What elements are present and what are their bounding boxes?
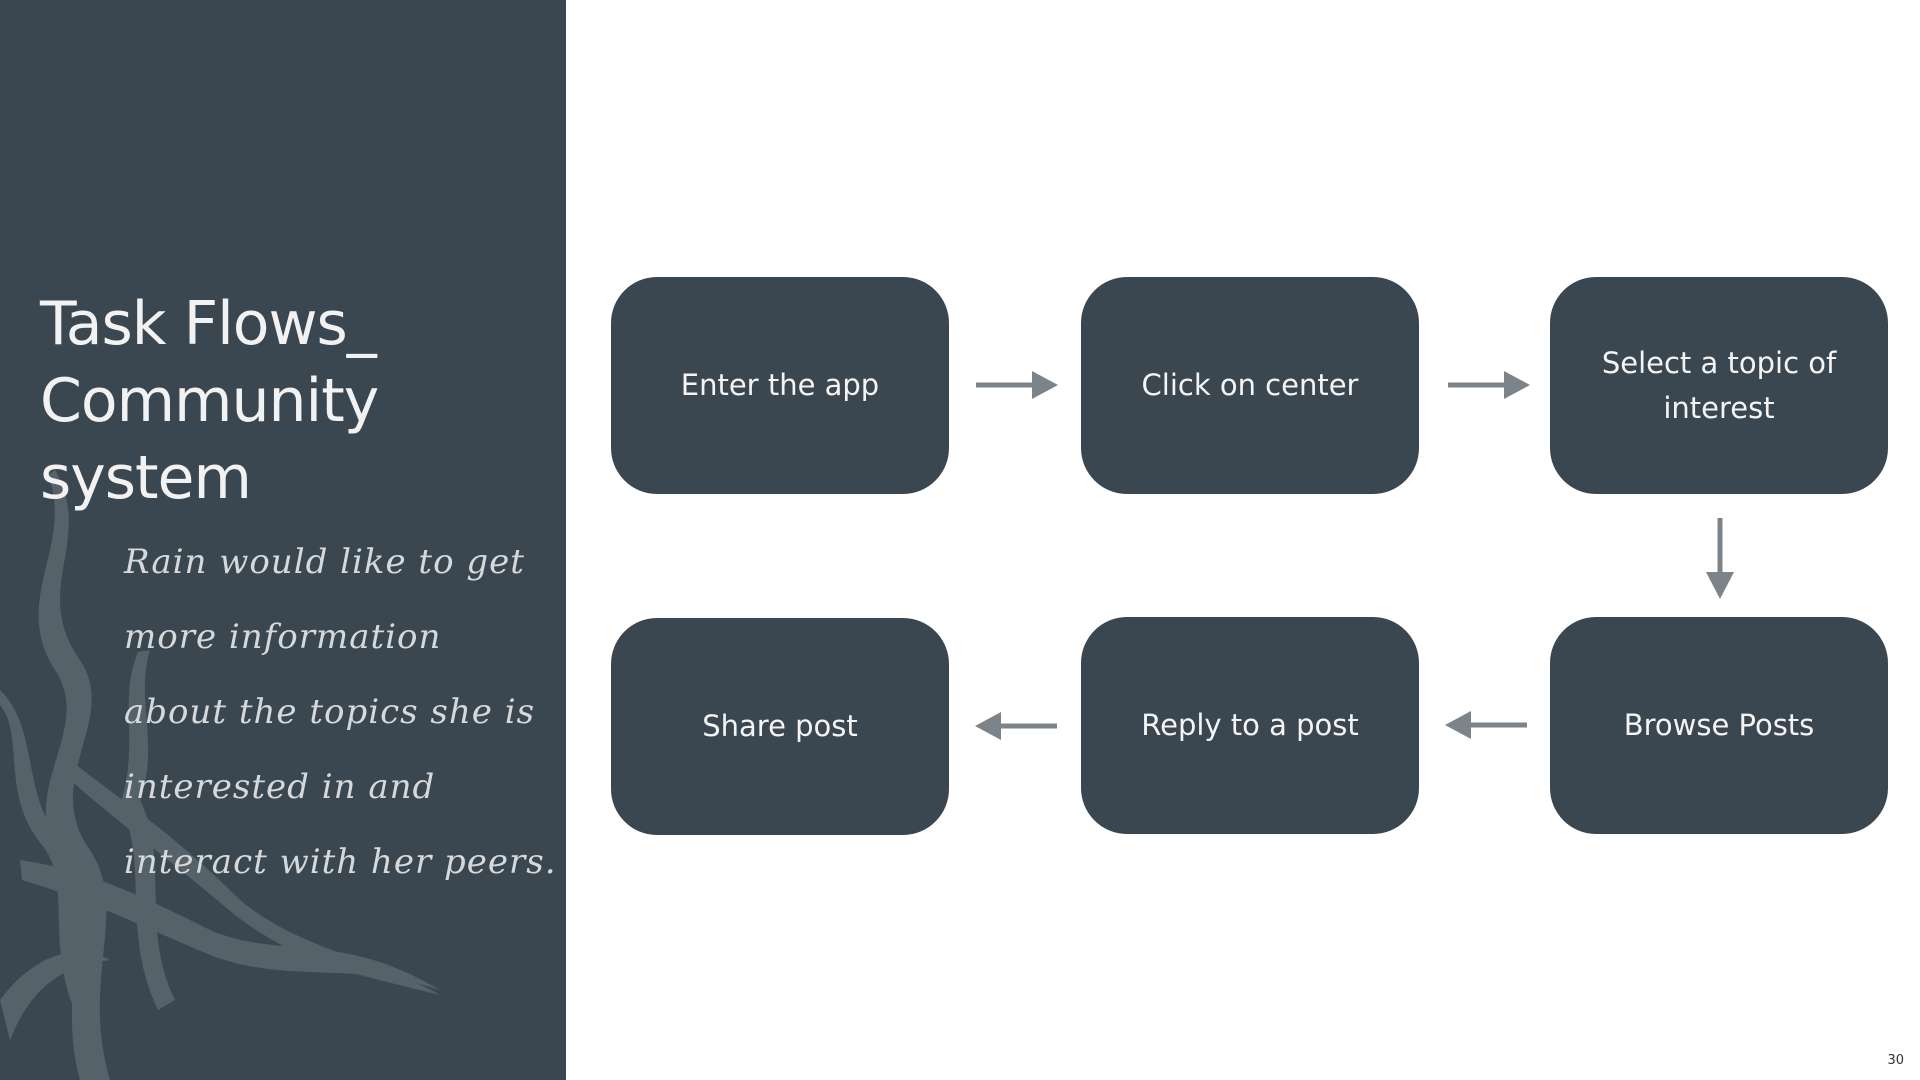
kelp-decoration-icon	[0, 470, 440, 1080]
arrow-left-icon	[975, 712, 1057, 740]
flow-step-select-topic: Select a topic of interest	[1550, 277, 1888, 494]
flow-step-click-center: Click on center	[1081, 277, 1419, 494]
arrow-right-icon	[976, 371, 1058, 399]
page-number: 30	[1887, 1053, 1904, 1068]
description-line: interact with her peers.	[124, 842, 557, 882]
description-line: about the topics she is	[124, 692, 536, 732]
page-title: Task Flows_ Community system	[40, 286, 540, 517]
flow-step-share-post: Share post	[611, 618, 949, 835]
flow-step-browse-posts: Browse Posts	[1550, 617, 1888, 834]
description-line: more information	[124, 617, 442, 657]
arrow-right-icon	[1448, 371, 1530, 399]
left-panel: Task Flows_ Community system Rain would …	[0, 0, 566, 1080]
title-line: system	[40, 443, 252, 513]
title-line: Task Flows_	[40, 289, 377, 359]
arrow-down-icon	[1706, 518, 1734, 599]
title-line: Community	[40, 366, 379, 436]
description-line: interested in and	[124, 767, 436, 807]
arrow-left-icon	[1445, 711, 1527, 739]
scenario-description: Rain would like to get more information …	[124, 525, 557, 900]
flow-step-reply-post: Reply to a post	[1081, 617, 1419, 834]
flow-step-enter-app: Enter the app	[611, 277, 949, 494]
description-line: Rain would like to get	[124, 542, 525, 582]
